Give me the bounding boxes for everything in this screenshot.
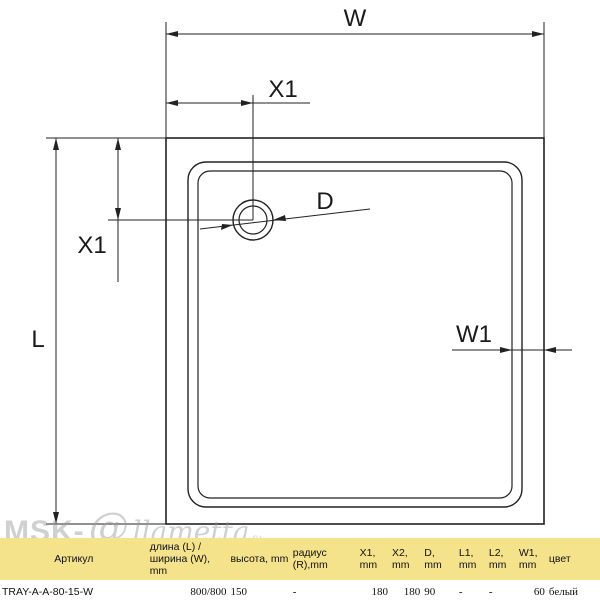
d-label: D [316,188,333,215]
cell-l1: - [458,586,463,598]
x1-vertical-label: X1 [77,232,106,259]
x1-horizontal-label: X1 [268,76,297,103]
w-arrow-right [532,31,544,37]
d-arrow-left [221,224,233,230]
header-d: D, mm [422,538,457,580]
x1-vertical-arrow-bottom [115,208,121,220]
tray-outer-outline [165,137,545,525]
l-arrow-top [53,138,59,150]
x1-horizontal-arrow-right [241,100,253,106]
cell-article: TRAY-A-A-80-15-W [2,586,94,598]
shower-tray-drawing: W X1 L X1 D W1 [31,5,572,525]
w1-arrow-right [544,347,556,353]
tray-basin-outer-edge [187,161,523,508]
header-x1: X1, mm [357,538,390,580]
cell-d: 90 [424,586,436,598]
header-radius: радиус (R),mm [290,538,358,580]
tray-basin-inner-edge [197,170,513,499]
spec-table-header-row: Артикул длина (L) / ширина (W), mm высот… [0,538,600,580]
cell-w1: 60 [533,586,545,598]
d-arrow-right [273,215,286,221]
cell-l2: - [488,586,493,598]
cell-color: белый [548,586,578,598]
table-row: TRAY-A-A-80-15-W 800/800 150 - 180 180 9… [0,580,600,598]
l-label: L [31,326,44,353]
w1-arrow-left [500,347,512,353]
header-l1: L1, mm [456,538,487,580]
spec-table: Артикул длина (L) / ширина (W), mm высот… [0,538,600,598]
cell-x2: 180 [403,586,421,598]
x1-horizontal-arrow-left [166,100,178,106]
header-height: высота, mm [228,538,291,580]
header-l2: L2, mm [486,538,517,580]
header-x2: X2, mm [389,538,423,580]
cell-length-width: 800/800 [190,586,227,598]
cell-x1: 180 [371,586,388,598]
header-article: Артикул [0,538,148,580]
cell-height: 150 [230,586,247,598]
l-arrow-bottom [53,512,59,524]
header-color: цвет [546,538,600,580]
w1-label: W1 [456,321,492,348]
w-arrow-left [166,31,178,37]
cell-radius: - [292,586,297,598]
x1-vertical-arrow-top [115,138,121,150]
w-label: W [344,5,367,32]
header-length-width: длина (L) / ширина (W), mm [147,538,229,580]
header-w1: W1, mm [516,538,547,580]
